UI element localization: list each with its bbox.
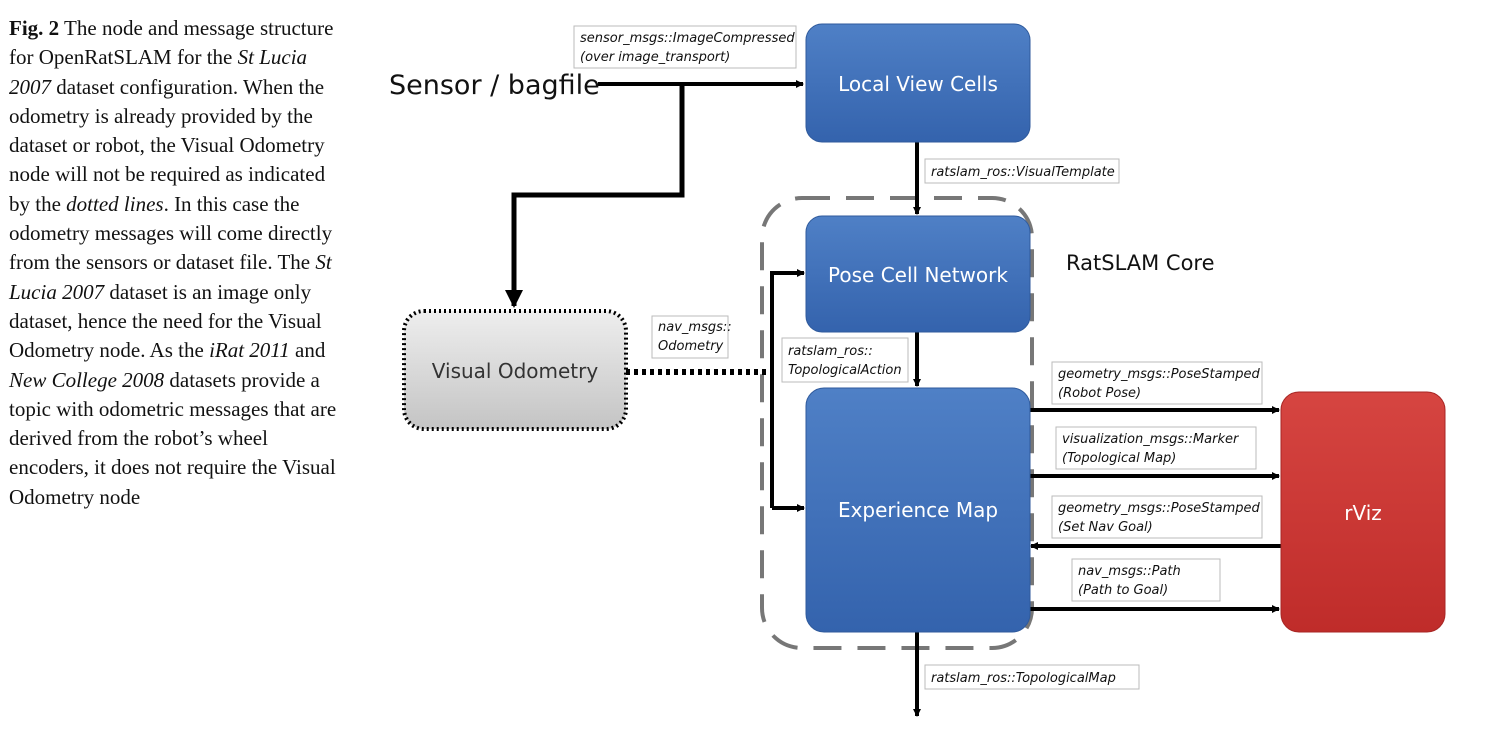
caption-dataset-irat: iRat 2011	[209, 338, 290, 363]
svg-text:geometry_msgs::PoseStamped: geometry_msgs::PoseStamped	[1058, 367, 1261, 382]
msg-topological-map: ratslam_ros::TopologicalMap	[924, 664, 1140, 690]
figure-caption: Fig. 2 The node and message structure fo…	[9, 14, 339, 512]
msg-set-nav-goal: geometry_msgs::PoseStamped (Set Nav Goal…	[1051, 495, 1263, 539]
node-local-view-cells: Local View Cells	[805, 23, 1031, 143]
caption-text-1: The node and message structure for OpenR…	[9, 16, 334, 70]
node-rviz: rViz	[1280, 391, 1446, 633]
odometry-branch-to-pose-cell	[770, 269, 805, 508]
local-view-cells-label: Local View Cells	[838, 72, 998, 96]
svg-text:(Path to Goal): (Path to Goal)	[1078, 583, 1168, 598]
experience-map-label: Experience Map	[838, 498, 998, 522]
pose-cell-network-label: Pose Cell Network	[828, 263, 1008, 287]
svg-text:geometry_msgs::PoseStamped: geometry_msgs::PoseStamped	[1058, 501, 1261, 516]
svg-text:TopologicalAction: TopologicalAction	[788, 363, 902, 378]
svg-text:Odometry: Odometry	[658, 339, 724, 354]
svg-text:sensor_msgs::ImageCompressed: sensor_msgs::ImageCompressed	[580, 31, 795, 46]
caption-text-4: dataset is an image only dataset, hence …	[9, 279, 322, 363]
caption-dataset-new-college: New College 2008	[9, 367, 165, 392]
svg-text:(over image_transport): (over image_transport)	[580, 50, 730, 65]
svg-text:visualization_msgs::Marker: visualization_msgs::Marker	[1062, 432, 1240, 447]
svg-text:nav_msgs::: nav_msgs::	[658, 320, 732, 335]
caption-dotted-lines: dotted lines	[66, 191, 164, 216]
caption-dataset-st-lucia: St Lucia 2007	[9, 45, 308, 99]
msg-topological-map-marker: visualization_msgs::Marker (Topological …	[1055, 426, 1257, 470]
svg-text:(Set Nav Goal): (Set Nav Goal)	[1058, 520, 1153, 535]
msg-visual-template: ratslam_ros::VisualTemplate	[924, 158, 1120, 184]
svg-text:ratslam_ros::TopologicalMap: ratslam_ros::TopologicalMap	[931, 671, 1116, 686]
caption-text-5: and	[295, 338, 326, 363]
visual-odometry-label: Visual Odometry	[432, 359, 599, 383]
msg-nav-odometry: nav_msgs:: Odometry	[651, 315, 732, 359]
msg-robot-pose: geometry_msgs::PoseStamped (Robot Pose)	[1051, 361, 1263, 405]
caption-text-6: datasets provide a topic with odometric …	[9, 367, 337, 509]
caption-text-3: . In this case the odometry messages wil…	[9, 191, 333, 275]
caption-text-2: dataset configuration. When the odometry…	[9, 74, 326, 216]
figure-label: Fig. 2	[9, 16, 60, 40]
svg-text:nav_msgs::Path: nav_msgs::Path	[1078, 564, 1181, 579]
rviz-label: rViz	[1344, 501, 1382, 525]
ratslam-core-label: RatSLAM Core	[1066, 251, 1215, 275]
node-pose-cell-network: Pose Cell Network	[805, 215, 1031, 333]
arrow-sensor-to-visual-odometry	[505, 84, 685, 308]
svg-text:(Robot Pose): (Robot Pose)	[1058, 386, 1141, 401]
svg-text:(Topological Map): (Topological Map)	[1062, 451, 1176, 466]
ratslam-core-boundary	[760, 196, 1034, 650]
msg-image-compressed: sensor_msgs::ImageCompressed (over image…	[573, 25, 797, 69]
caption-dataset-st-lucia-2: St Lucia 2007	[9, 250, 332, 304]
msg-path-to-goal: nav_msgs::Path (Path to Goal)	[1071, 558, 1221, 602]
node-experience-map: Experience Map	[805, 387, 1031, 633]
msg-topological-action: ratslam_ros:: TopologicalAction	[781, 337, 909, 383]
node-visual-odometry: Visual Odometry	[402, 309, 628, 431]
sensor-bagfile-label: Sensor / bagfile	[389, 70, 600, 101]
svg-text:ratslam_ros::VisualTemplate: ratslam_ros::VisualTemplate	[931, 165, 1115, 180]
svg-text:ratslam_ros::: ratslam_ros::	[788, 344, 873, 359]
